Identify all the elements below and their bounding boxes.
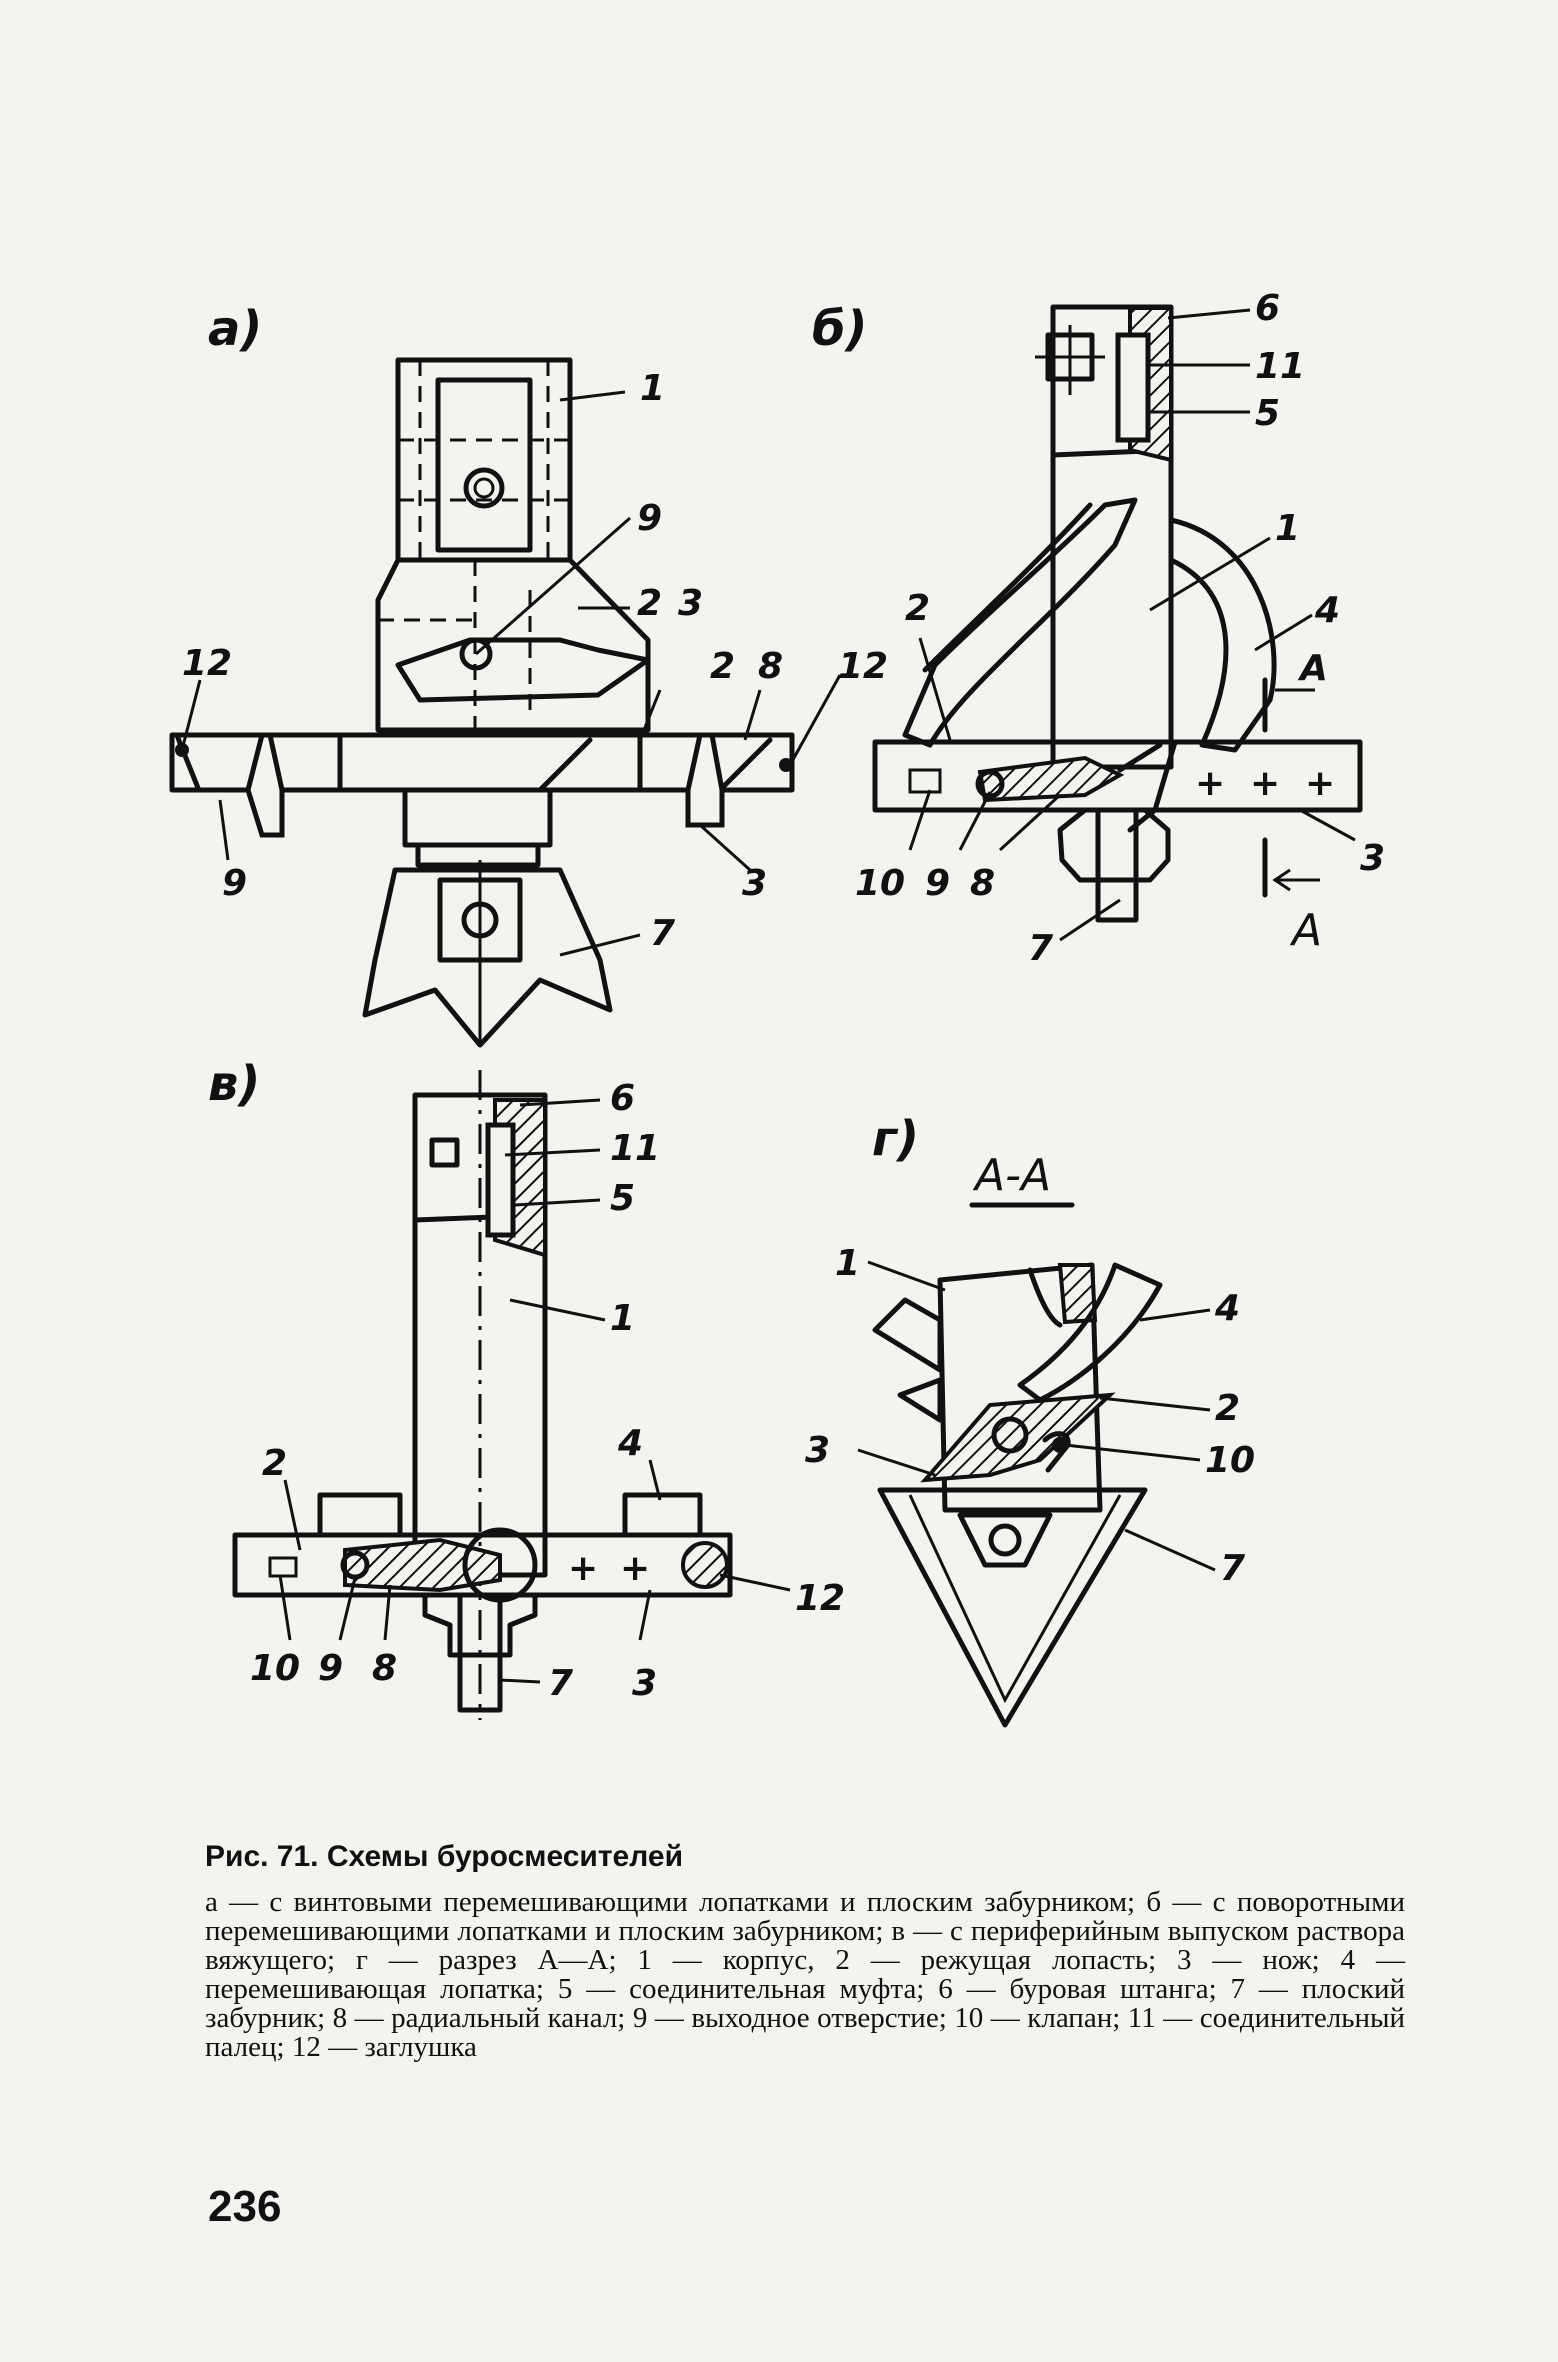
panel-g-callout-10: 10 [1205, 1440, 1255, 1481]
panel-b-callout-1: 1 [1275, 508, 1300, 549]
panel-a-callout-7: 7 [650, 913, 675, 954]
panel-a-callout-12: 12 [182, 643, 232, 684]
panel-g: г) А-А 1 4 2 3 10 7 [805, 1111, 1255, 1728]
panel-g-drill-bit [877, 1487, 1148, 1728]
pin-hole-icon [463, 467, 505, 509]
panel-v-callout-1: 1 [610, 1298, 635, 1339]
panel-a-callout-3: 3 [678, 583, 703, 624]
panel-v-callout-12: 12 [795, 1578, 845, 1619]
panel-b-body [1050, 304, 1174, 770]
panel-b-callout-3: 3 [1360, 838, 1385, 879]
panel-g-body [937, 1262, 1103, 1513]
panel-a-callout-9b: 9 [222, 863, 247, 904]
panel-g-callout-1: 1 [835, 1243, 860, 1284]
panel-b-callout-4: 4 [1314, 590, 1340, 631]
caption-title: Рис. 71. Схемы буросмесителей [205, 1840, 684, 1873]
panel-b-callout-6: 6 [1255, 288, 1280, 329]
panel-v-callout-9: 9 [318, 1648, 343, 1689]
panel-a-drill-bit [362, 867, 613, 1048]
panel-a: а) [169, 301, 888, 1048]
panel-v-callout-10: 10 [250, 1648, 300, 1689]
panel-v-callout-3: 3 [632, 1663, 657, 1704]
panel-a-callout-2: 2 [637, 583, 662, 624]
panel-b-callout-2: 2 [905, 588, 930, 629]
svg-text:+: + [1305, 763, 1335, 804]
panel-b-callout-9: 9 [925, 863, 950, 904]
panel-b-callout-A: A [1297, 648, 1328, 689]
panel-v-label: в) [208, 1056, 260, 1112]
svg-text:+: + [1195, 763, 1225, 804]
panel-b-paddle [1168, 517, 1277, 753]
panel-a-callout-9: 9 [637, 498, 662, 539]
panel-g-callout-4: 4 [1214, 1288, 1240, 1329]
panel-a-sleeve [395, 357, 573, 563]
panel-v-callout-2: 2 [262, 1443, 287, 1484]
panel-v-callout-6: 6 [610, 1078, 635, 1119]
panel-b: б) + + + [812, 288, 1385, 969]
panel-b-callout-7: 7 [1028, 928, 1053, 969]
section-title: А-А [972, 1150, 1051, 1201]
svg-text:+: + [1250, 763, 1280, 804]
panel-v: в) + + 6 11 [208, 1056, 845, 1720]
panel-a-body [375, 557, 651, 733]
svg-text:+: + [568, 1548, 598, 1589]
panel-a-label: а) [208, 301, 262, 357]
page-number: 236 [208, 2182, 282, 2231]
panel-b-callout-10: 10 [855, 863, 905, 904]
panel-v-callout-5: 5 [610, 1178, 635, 1219]
panel-v-callout-8: 8 [372, 1648, 397, 1689]
panel-a-callout-12b: 12 [838, 646, 888, 687]
panel-g-callout-3: 3 [805, 1430, 830, 1471]
panel-v-callout-7: 7 [548, 1663, 573, 1704]
panel-b-section-mark: A [1289, 905, 1322, 956]
panel-b-callout-8: 8 [970, 863, 995, 904]
panel-v-callout-11: 11 [610, 1128, 660, 1169]
panel-b-callout-11: 11 [1255, 346, 1305, 387]
panel-b-callout-5: 5 [1255, 393, 1280, 434]
svg-text:+: + [620, 1548, 650, 1589]
panel-a-callout-1: 1 [640, 368, 665, 409]
figure-caption: Рис. 71. Схемы буросмесителей а — с винт… [205, 1840, 1405, 2062]
caption-body: а — с винтовыми перемешивающими лопаткам… [205, 1886, 1405, 2063]
panel-a-callout-3b: 3 [742, 863, 767, 904]
panel-a-callout-8: 8 [758, 646, 783, 687]
panel-g-label: г) [872, 1111, 919, 1167]
panel-b-label: б) [812, 301, 867, 357]
panel-a-callout-2b: 2 [710, 646, 735, 687]
panel-g-callout-2: 2 [1215, 1388, 1240, 1429]
panel-g-callout-7: 7 [1220, 1548, 1245, 1589]
figure-71: а) [169, 288, 1385, 1728]
panel-v-callout-4: 4 [617, 1423, 643, 1464]
